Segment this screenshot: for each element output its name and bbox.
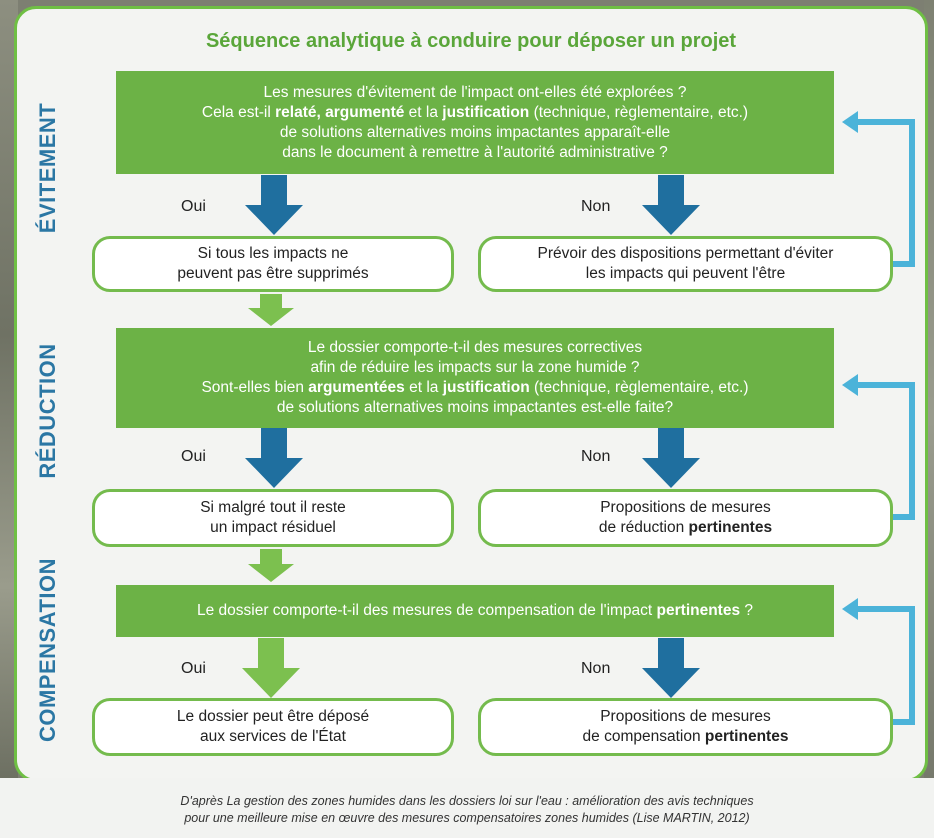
background-right-edge bbox=[924, 0, 934, 838]
evitement-oui-box-line2: peuvent pas être supprimés bbox=[177, 265, 369, 282]
reduction-non-label: Non bbox=[581, 448, 611, 465]
reduction-non-box-line1: Propositions de mesures bbox=[600, 499, 771, 516]
loop-evitement bbox=[856, 119, 915, 267]
compensation-oui-box-line1: Le dossier peut être déposé bbox=[176, 708, 370, 725]
loop-reduction bbox=[856, 382, 915, 520]
reduction-oui-box-line1: Si malgré tout il reste bbox=[200, 499, 346, 516]
footer-citation: D'après La gestion des zones humides dan… bbox=[0, 793, 934, 827]
footer-citation-line2: pour une meilleure mise en œuvre des mes… bbox=[184, 811, 750, 825]
section-label-compensation: COMPENSATION bbox=[35, 557, 60, 743]
evitement-non-box-line2: les impacts qui peuvent l'être bbox=[585, 265, 786, 282]
diagram-title: Séquence analytique à conduire pour dépo… bbox=[205, 30, 737, 52]
section-label-evitement: ÉVITEMENT bbox=[35, 102, 60, 234]
section-label-reduction: RÉDUCTION bbox=[35, 343, 60, 479]
arrow-to-compensation bbox=[248, 549, 294, 582]
arrow-compensation-oui bbox=[242, 638, 300, 698]
footer-band bbox=[0, 778, 934, 838]
compensation-non-box-line1: Propositions de mesures bbox=[600, 708, 771, 725]
reduction-question-line4: de solutions alternatives moins impactan… bbox=[276, 399, 674, 416]
compensation-oui-box-line2: aux services de l'État bbox=[200, 728, 346, 745]
reduction-question-line2: afin de réduire les impacts sur la zone … bbox=[310, 359, 640, 376]
evitement-non-box-line1: Prévoir des dispositions permettant d'év… bbox=[537, 245, 834, 262]
arrow-reduction-oui bbox=[245, 428, 303, 488]
compensation-question-line: Le dossier comporte-t-il des mesures de … bbox=[196, 602, 754, 619]
reduction-non-box: Propositions de mesures de réduction per… bbox=[478, 489, 893, 547]
compensation-non-label: Non bbox=[581, 660, 611, 677]
footer-citation-line1: D'après La gestion des zones humides dan… bbox=[180, 794, 754, 808]
evitement-question-line3: de solutions alternatives moins impactan… bbox=[279, 123, 671, 141]
reduction-oui-box-line2: un impact résiduel bbox=[210, 519, 336, 536]
compensation-non-box: Propositions de mesures de compensation … bbox=[478, 698, 893, 756]
arrow-evitement-non bbox=[642, 175, 700, 235]
reduction-question-box: Le dossier comporte-t-il des mesures cor… bbox=[116, 328, 834, 428]
evitement-oui-label: Oui bbox=[181, 198, 206, 215]
evitement-oui-box: Si tous les impacts ne peuvent pas être … bbox=[92, 236, 454, 292]
compensation-question-box: Le dossier comporte-t-il des mesures de … bbox=[116, 585, 834, 637]
arrow-compensation-non bbox=[642, 638, 700, 698]
reduction-question-line3: Sont-elles bien argumentées et la justif… bbox=[201, 379, 749, 396]
evitement-non-label: Non bbox=[581, 198, 611, 215]
reduction-question-line1: Le dossier comporte-t-il des mesures cor… bbox=[307, 339, 643, 356]
loop-compensation bbox=[856, 606, 915, 725]
reduction-oui-label: Oui bbox=[181, 448, 206, 465]
arrow-reduction-non bbox=[642, 428, 700, 488]
compensation-non-box-line2: de compensation pertinentes bbox=[582, 728, 789, 745]
compensation-oui-label: Oui bbox=[181, 660, 206, 677]
evitement-question-box: Les mesures d'évitement de l'impact ont-… bbox=[116, 71, 834, 174]
evitement-question-line2: Cela est-il relaté, argumenté et la just… bbox=[201, 103, 749, 121]
compensation-oui-box: Le dossier peut être déposé aux services… bbox=[92, 698, 454, 756]
reduction-non-box-line2: de réduction pertinentes bbox=[598, 519, 773, 536]
evitement-question-line4: dans le document à remettre à l'autorité… bbox=[282, 143, 668, 161]
arrow-evitement-oui bbox=[245, 175, 303, 235]
evitement-non-box: Prévoir des dispositions permettant d'év… bbox=[478, 236, 893, 292]
evitement-oui-box-line1: Si tous les impacts ne bbox=[197, 245, 349, 262]
reduction-oui-box: Si malgré tout il reste un impact résidu… bbox=[92, 489, 454, 547]
arrow-to-reduction bbox=[248, 294, 294, 326]
evitement-question-line1: Les mesures d'évitement de l'impact ont-… bbox=[263, 83, 687, 101]
background-left-edge bbox=[0, 0, 18, 838]
